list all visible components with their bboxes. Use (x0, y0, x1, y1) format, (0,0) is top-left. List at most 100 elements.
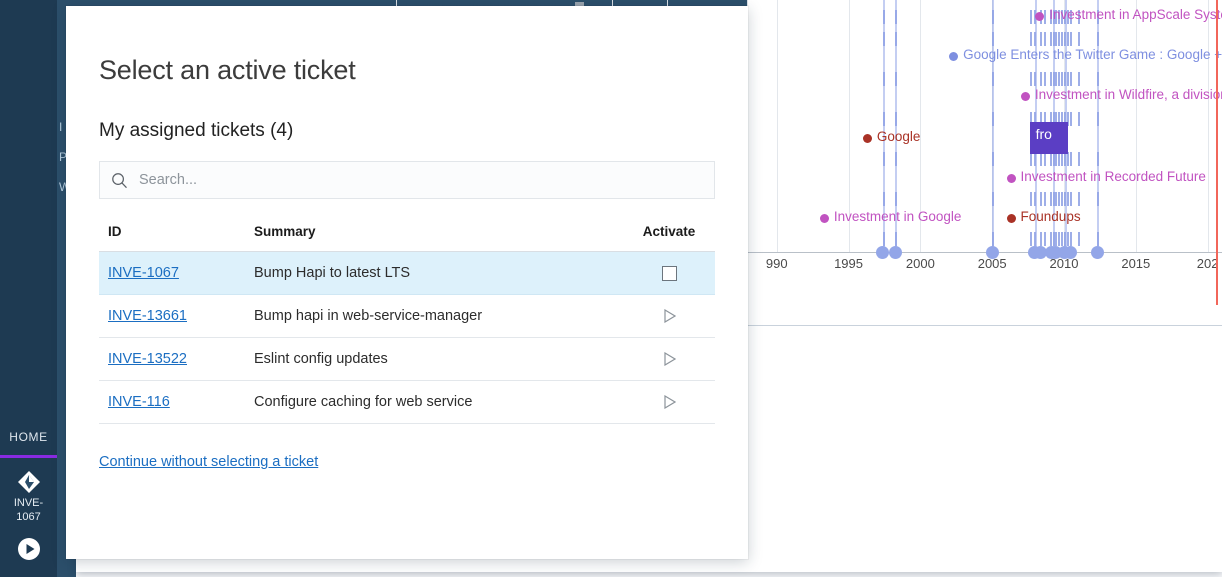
chart-event-dot[interactable] (949, 52, 958, 61)
chart-event-dot[interactable] (820, 214, 829, 223)
table-header-row: ID Summary Activate (99, 224, 715, 252)
ticket-activate-cell (623, 252, 715, 295)
chart-event-tick (1078, 152, 1080, 166)
chart-event-stem (1097, 0, 1099, 252)
chart-event-tick (1055, 192, 1057, 206)
table-row[interactable]: INVE-13522Eslint config updates (99, 338, 715, 381)
search-input[interactable] (139, 162, 703, 198)
chart-axis-point[interactable] (1091, 246, 1104, 259)
chart-event-tick (1078, 192, 1080, 206)
chart-event-tick (1070, 152, 1072, 166)
timeline-chart: 99019952000200520102015202froInvestment … (748, 0, 1222, 326)
chart-axis-point[interactable] (1064, 246, 1077, 259)
chart-axis-point[interactable] (876, 246, 889, 259)
ticket-summary-cell: Bump Hapi to latest LTS (252, 252, 623, 295)
chart-axis-point[interactable] (889, 246, 902, 259)
chart-event-tick (1070, 192, 1072, 206)
select-ticket-modal: Select an active ticket My assigned tick… (66, 6, 748, 559)
tickets-table: ID Summary Activate INVE-1067 Bump Hapi t… (99, 224, 715, 424)
chart-event-tick (1055, 152, 1057, 166)
sidebar-active-ticket-chip[interactable]: INVE- 1067 (14, 469, 43, 523)
column-header-id[interactable]: ID (99, 224, 252, 252)
axis-tick-label: 2015 (1121, 256, 1150, 271)
checkbox-icon[interactable] (662, 266, 677, 281)
chart-event-tick (1050, 32, 1052, 46)
chart-event-label[interactable]: Google (877, 129, 921, 144)
continue-without-ticket-link[interactable]: Continue without selecting a ticket (99, 454, 318, 470)
chart-event-tick (1070, 112, 1072, 126)
chart-event-dot[interactable] (1021, 92, 1030, 101)
chart-tooltip: fro (1030, 122, 1068, 154)
table-row[interactable]: INVE-116Configure caching for web servic… (99, 381, 715, 424)
chart-event-tick (1078, 232, 1080, 246)
chart-event-tick (1044, 32, 1046, 46)
ticket-id-link[interactable]: INVE-13522 (108, 351, 187, 367)
play-icon[interactable] (663, 309, 676, 323)
play-icon[interactable] (663, 395, 676, 409)
chart-event-tick (1055, 232, 1057, 246)
ticket-id-link[interactable]: INVE-13661 (108, 308, 187, 324)
timeline-chart-canvas[interactable]: 99019952000200520102015202froInvestment … (748, 0, 1222, 326)
chart-event-label[interactable]: Investment in Google (834, 209, 962, 224)
chart-event-tick (1055, 72, 1057, 86)
chart-event-tick (1061, 32, 1063, 46)
search-box[interactable] (99, 161, 715, 199)
sidebar-ticket-line2: 1067 (16, 511, 40, 523)
table-row[interactable]: INVE-1067 Bump Hapi to latest LTS (99, 252, 715, 295)
ticket-id-cell: INVE-116 (99, 381, 252, 424)
ticket-activate-cell (623, 295, 715, 338)
play-icon[interactable] (663, 352, 676, 366)
search-icon (111, 172, 128, 189)
chart-event-tick (1044, 152, 1046, 166)
ticket-id-link[interactable]: INVE-1067 (108, 265, 179, 281)
chart-event-tick (1058, 192, 1060, 206)
chart-event-tick (1040, 192, 1042, 206)
chart-now-line (1216, 0, 1218, 305)
axis-tick-label: 990 (766, 256, 788, 271)
axis-tick-label: 2000 (906, 256, 935, 271)
chart-event-tick (1070, 72, 1072, 86)
column-header-activate[interactable]: Activate (623, 224, 715, 252)
column-header-summary[interactable]: Summary (252, 224, 623, 252)
chart-event-label[interactable]: Foundups (1021, 209, 1081, 224)
chart-event-tick (1078, 72, 1080, 86)
chart-event-tick (1050, 192, 1052, 206)
chart-event-label[interactable]: Investment in Wildfire, a division of Go… (1035, 87, 1222, 102)
chart-event-dot[interactable] (863, 134, 872, 143)
chart-panel-divider (748, 325, 1222, 326)
chart-event-tick (1030, 72, 1032, 86)
chart-event-tick (1044, 10, 1046, 24)
play-circle-icon[interactable] (17, 537, 41, 561)
ticket-id-cell: INVE-13661 (99, 295, 252, 338)
ticket-activate-cell (623, 338, 715, 381)
ticket-id-cell: INVE-1067 (99, 252, 252, 295)
chart-gridline (1208, 0, 1209, 252)
chart-event-tick (1058, 152, 1060, 166)
chart-event-tick (1044, 232, 1046, 246)
ticket-id-link[interactable]: INVE-116 (108, 394, 170, 410)
chart-event-tick (1044, 72, 1046, 86)
sidebar-item-home[interactable]: HOME (9, 430, 47, 444)
chart-event-tick (1058, 32, 1060, 46)
chart-event-tick (1061, 192, 1063, 206)
chart-event-dot[interactable] (1007, 174, 1016, 183)
chart-event-tick (1040, 152, 1042, 166)
chart-event-stem (992, 0, 994, 252)
chart-event-label[interactable]: Google Enters the Twitter Game : Google … (963, 47, 1222, 62)
chart-event-tick (1050, 72, 1052, 86)
app-sidebar: HOME INVE- 1067 (0, 0, 57, 577)
axis-tick-label: 202 (1197, 256, 1219, 271)
chart-event-dot[interactable] (1007, 214, 1016, 223)
chart-event-tick (1061, 232, 1063, 246)
chart-event-label[interactable]: Investment in Recorded Future (1021, 169, 1206, 184)
sidebar-ticket-line1: INVE- (14, 497, 43, 509)
chart-gridline (1136, 0, 1137, 252)
table-row[interactable]: INVE-13661Bump hapi in web-service-manag… (99, 295, 715, 338)
chart-event-tick (1030, 10, 1032, 24)
ticket-id-cell: INVE-13522 (99, 338, 252, 381)
chart-event-tick (1050, 232, 1052, 246)
sidebar-active-rule (0, 455, 57, 458)
chart-event-tick (1058, 72, 1060, 86)
chart-event-label[interactable]: Investment in AppScale Systems, Inc. (1049, 7, 1222, 22)
chart-event-tick (1040, 232, 1042, 246)
